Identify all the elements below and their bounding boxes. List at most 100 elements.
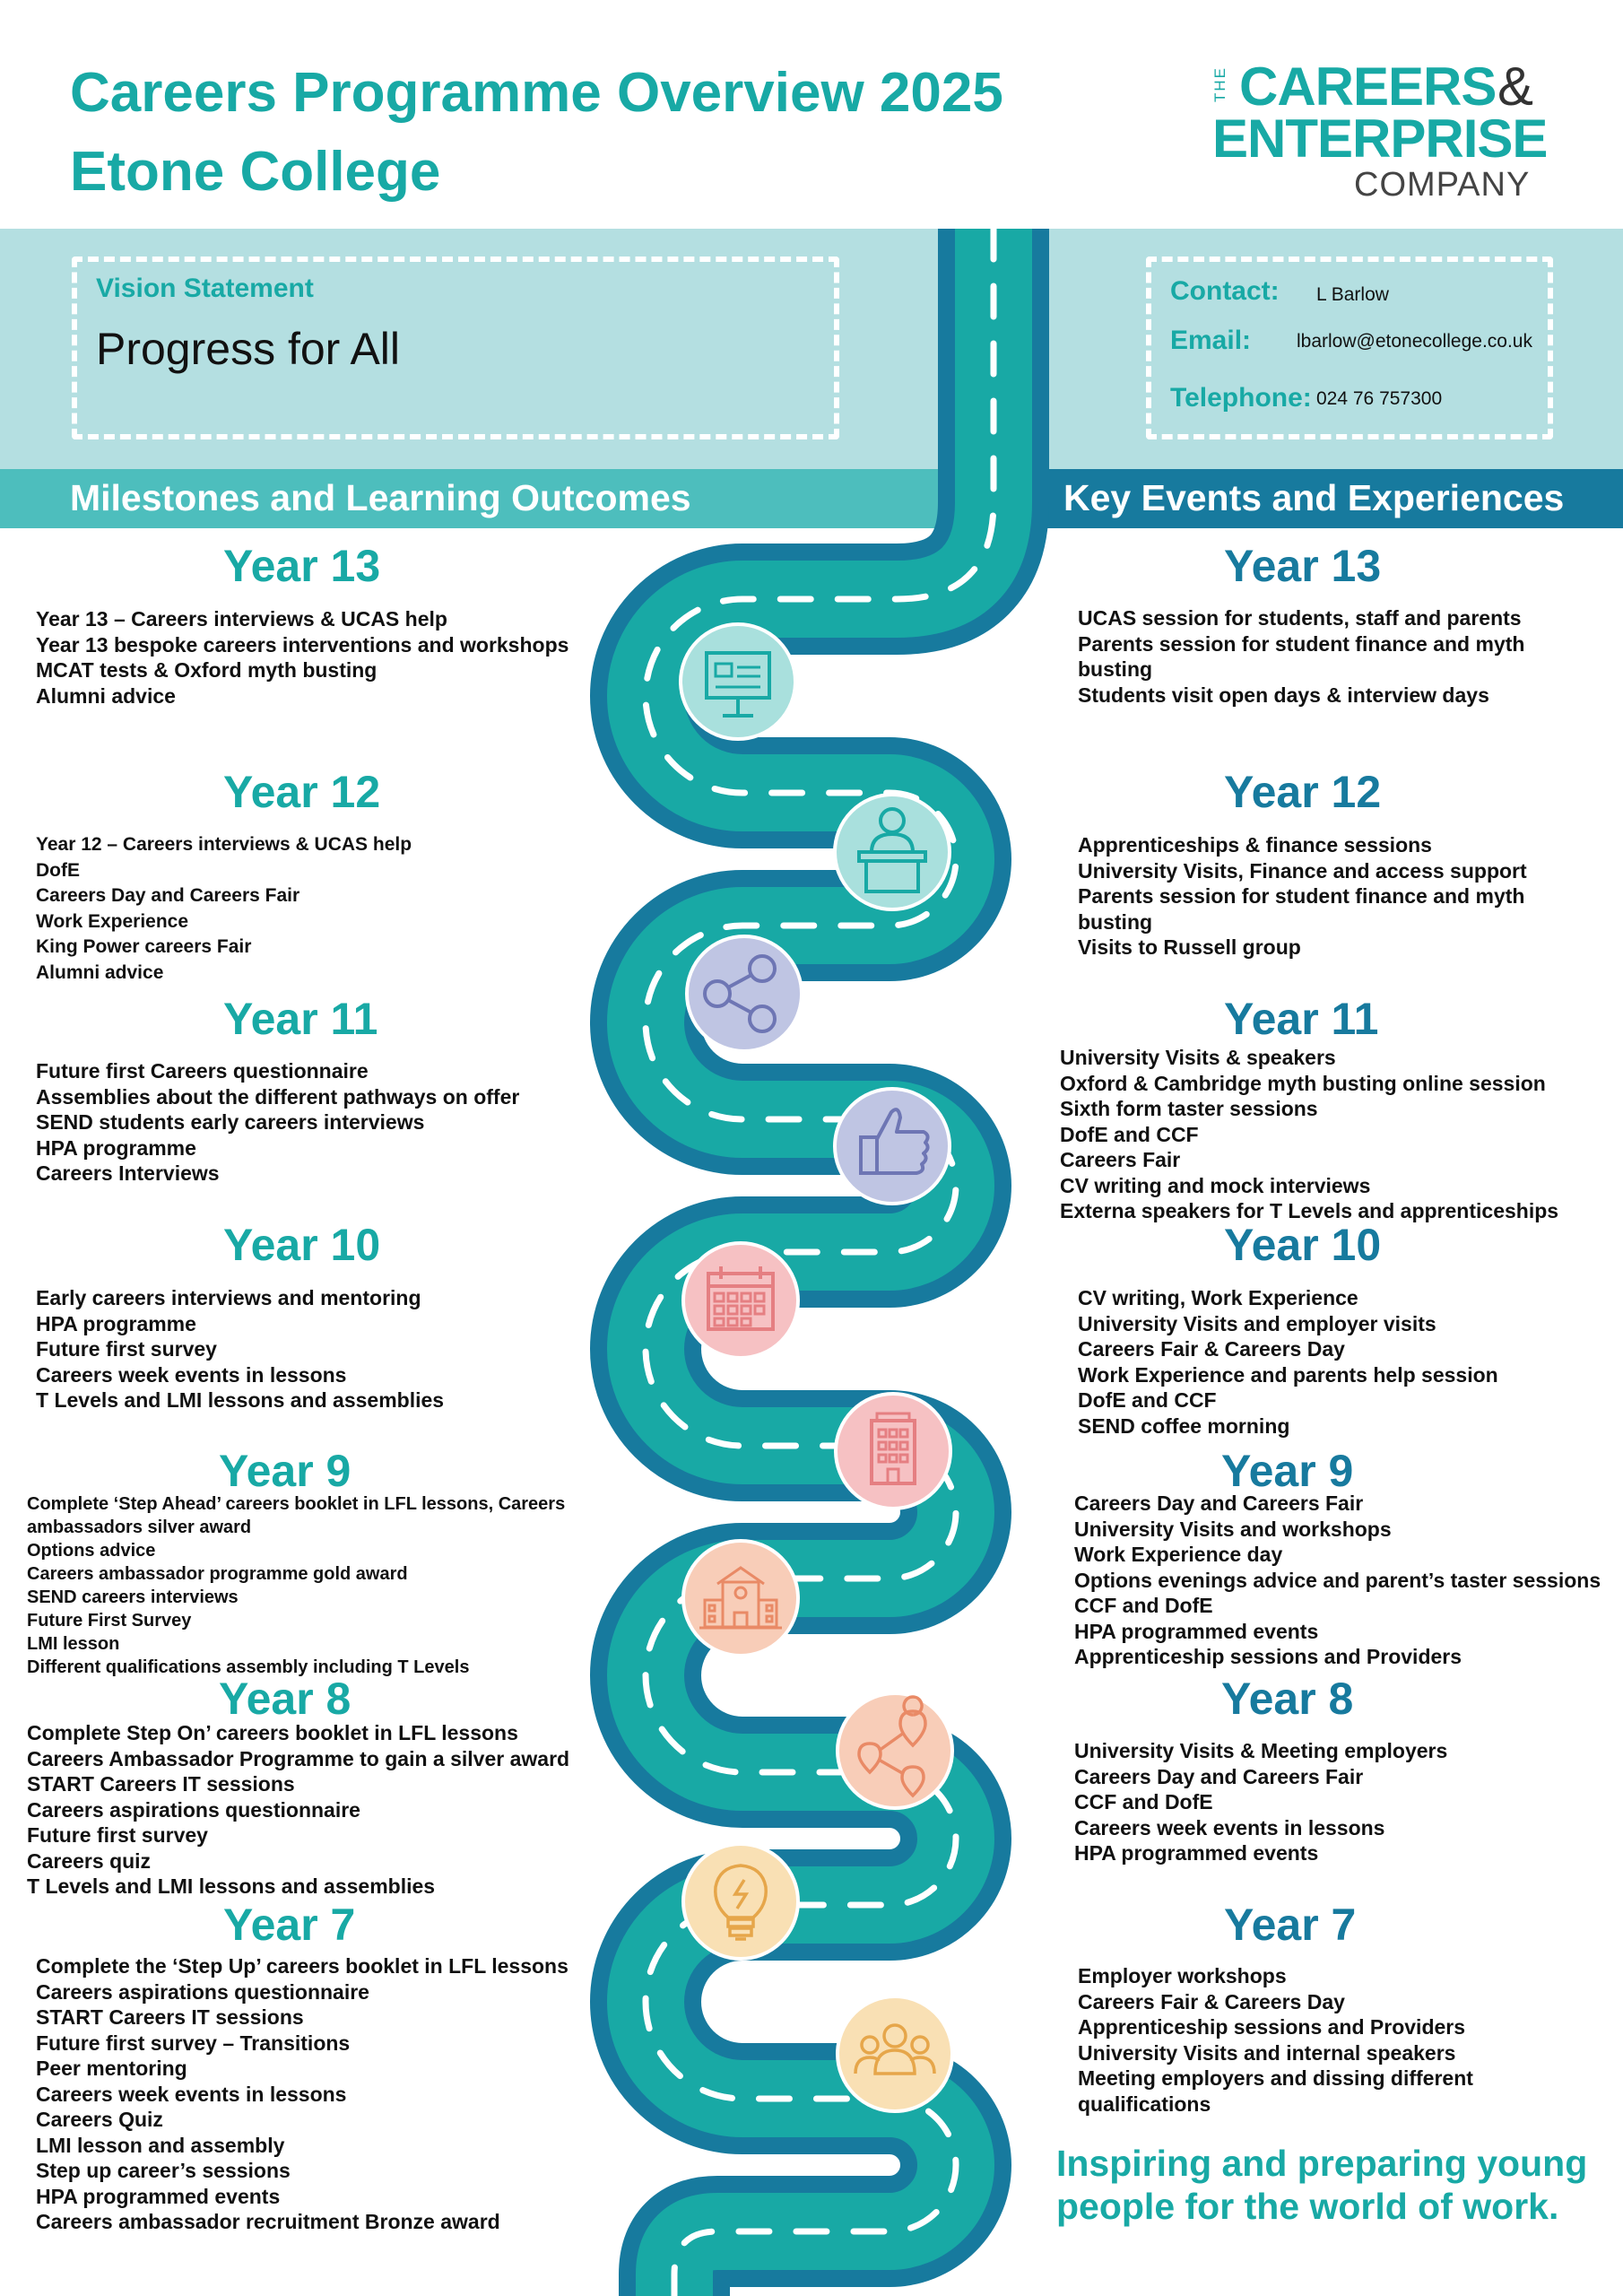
list-item: HPA programmed events bbox=[36, 2184, 281, 2208]
list-item: University Visits & Meeting employers bbox=[1074, 1739, 1448, 1762]
milestones-header-bar bbox=[0, 469, 943, 528]
logo-ampersand: & bbox=[1497, 57, 1534, 117]
list-item: Careers Interviews bbox=[36, 1161, 220, 1185]
email-value: lbarlow@etonecollege.co.uk bbox=[1297, 331, 1532, 352]
list-item: Future First Survey bbox=[27, 1611, 192, 1631]
list-item: Careers Day and Careers Fair bbox=[1074, 1764, 1364, 1788]
list-item: T Levels and LMI lessons and assemblies bbox=[27, 1874, 436, 1898]
milestone-year-9-list: Complete ‘Step Ahead’ careers booklet in… bbox=[27, 1492, 574, 1679]
list-item: Options evenings advice and parent’s tas… bbox=[1074, 1568, 1601, 1592]
list-item: START Careers IT sessions bbox=[27, 1772, 295, 1796]
list-item: Careers week events in lessons bbox=[36, 1362, 347, 1387]
list-item: Careers ambassador programme gold award bbox=[27, 1564, 408, 1584]
list-item: HPA programmed events bbox=[1074, 1841, 1319, 1865]
events-header: Key Events and Experiences bbox=[1063, 477, 1565, 518]
list-item: HPA programme bbox=[36, 1311, 196, 1335]
list-item: Work Experience and parents help session bbox=[1078, 1362, 1498, 1387]
share-network-icon bbox=[685, 935, 803, 1053]
event-year-11-heading: Year 11 bbox=[1224, 994, 1379, 1044]
list-item: Careers Day and Careers Fair bbox=[36, 885, 300, 906]
speaker-at-podium-icon bbox=[833, 793, 951, 911]
list-item: Alumni advice bbox=[36, 961, 164, 983]
list-item: Future first survey bbox=[36, 1337, 217, 1361]
list-item: University Visits & speakers bbox=[1060, 1046, 1336, 1069]
list-item: Parents session for student finance and … bbox=[1078, 884, 1525, 934]
event-year-10-list: CV writing, Work Experience University V… bbox=[1078, 1285, 1498, 1439]
list-item: Careers Quiz bbox=[36, 2108, 163, 2131]
milestones-header: Milestones and Learning Outcomes bbox=[70, 477, 691, 518]
list-item: Peer mentoring bbox=[36, 2057, 187, 2080]
event-year-12-list: Apprenticeships & finance sessions Unive… bbox=[1078, 832, 1535, 961]
list-item: Assemblies about the different pathways … bbox=[36, 1084, 520, 1109]
vision-text: Progress for All bbox=[96, 324, 401, 374]
event-year-13-list: UCAS session for students, staff and par… bbox=[1078, 605, 1535, 708]
title-line-1: Careers Programme Overview 2025 bbox=[70, 62, 1003, 124]
list-item: DofE and CCF bbox=[1060, 1122, 1199, 1146]
contact-box bbox=[1146, 257, 1553, 439]
list-item: Visits to Russell group bbox=[1078, 935, 1301, 959]
milestone-year-8-list: Complete Step On’ careers booklet in LFL… bbox=[27, 1720, 569, 1900]
list-item: University Visits and workshops bbox=[1074, 1517, 1392, 1541]
list-item: HPA programme bbox=[36, 1135, 196, 1160]
list-item: Careers Day and Careers Fair bbox=[1074, 1492, 1364, 1515]
list-item: SEND coffee morning bbox=[1078, 1413, 1290, 1438]
logo-enterprise: ENTERPRISE bbox=[1212, 109, 1548, 169]
list-item: START Careers IT sessions bbox=[36, 2005, 304, 2029]
list-item: Work Experience day bbox=[1074, 1543, 1283, 1566]
list-item: CCF and DofE bbox=[1074, 1594, 1213, 1617]
list-item: Careers ambassador recruitment Bronze aw… bbox=[36, 2210, 500, 2233]
list-item: University Visits and internal speakers bbox=[1078, 2040, 1456, 2065]
vision-label: Vision Statement bbox=[96, 274, 314, 303]
milestone-year-9-heading: Year 9 bbox=[219, 1446, 352, 1496]
contact-label: Contact: bbox=[1170, 276, 1280, 306]
list-item: Apprenticeship sessions and Providers bbox=[1078, 2015, 1466, 2039]
list-item: Future first survey bbox=[27, 1823, 208, 1847]
logo-careers: CAREERS bbox=[1239, 57, 1497, 117]
list-item: UCAS session for students, staff and par… bbox=[1078, 606, 1522, 630]
list-item: Careers quiz bbox=[27, 1848, 152, 1873]
list-item: Future first Careers questionnaire bbox=[36, 1059, 369, 1083]
list-item: Step up career’s sessions bbox=[36, 2159, 291, 2182]
events-header-bar bbox=[1042, 469, 1623, 528]
list-item: Careers Fair bbox=[1060, 1148, 1181, 1171]
event-year-11-list: University Visits & speakers Oxford & Ca… bbox=[1060, 1045, 1558, 1224]
event-year-7-heading: Year 7 bbox=[1224, 1900, 1357, 1950]
list-item: Careers aspirations questionnaire bbox=[36, 1979, 369, 2004]
list-item: DofE and CCF bbox=[1078, 1388, 1217, 1412]
list-item: CV writing and mock interviews bbox=[1060, 1173, 1371, 1197]
list-item: University Visits and employer visits bbox=[1078, 1311, 1436, 1335]
list-item: Employer workshops bbox=[1078, 1964, 1287, 1987]
event-year-7-list: Employer workshops Careers Fair & Career… bbox=[1078, 1963, 1508, 2117]
event-year-9-heading: Year 9 bbox=[1221, 1446, 1354, 1496]
list-item: Work Experience bbox=[36, 910, 189, 932]
tagline-line-2: people for the world of work. bbox=[1056, 2186, 1559, 2227]
list-item: Apprenticeships & finance sessions bbox=[1078, 833, 1432, 857]
info-band bbox=[0, 229, 1623, 469]
list-item: DofE bbox=[36, 859, 80, 881]
milestone-year-7-list: Complete the ‘Step Up’ careers booklet i… bbox=[36, 1953, 568, 2235]
telephone-value: 024 76 757300 bbox=[1316, 388, 1443, 409]
calendar-icon bbox=[681, 1241, 800, 1360]
list-item: Oxford & Cambridge myth busting online s… bbox=[1060, 1071, 1546, 1095]
list-item: Complete the ‘Step Up’ careers booklet i… bbox=[36, 1954, 568, 1978]
list-item: Early careers interviews and mentoring bbox=[36, 1286, 421, 1309]
list-item: Parents session for student finance and … bbox=[1078, 631, 1525, 682]
milestone-year-7-heading: Year 7 bbox=[223, 1900, 356, 1950]
list-item: Careers Ambassador Programme to gain a s… bbox=[27, 1746, 570, 1770]
telephone-label: Telephone: bbox=[1170, 383, 1312, 413]
list-item: CCF and DofE bbox=[1074, 1790, 1213, 1813]
milestone-year-13-list: Year 13 – Careers interviews & UCAS help… bbox=[36, 606, 568, 709]
list-item: Careers Fair & Careers Day bbox=[1078, 1337, 1345, 1361]
list-item: Future first survey – Transitions bbox=[36, 2031, 351, 2055]
list-item: Complete Step On’ careers booklet in LFL… bbox=[27, 1721, 518, 1744]
list-item: Complete ‘Step Ahead’ careers booklet in… bbox=[27, 1494, 566, 1537]
list-item: SEND careers interviews bbox=[27, 1587, 239, 1607]
group-of-people-icon bbox=[836, 1995, 954, 2113]
list-item: SEND students early careers interviews bbox=[36, 1110, 425, 1134]
tagline-line-1: Inspiring and preparing young bbox=[1056, 2143, 1588, 2184]
list-item: Careers week events in lessons bbox=[1074, 1815, 1385, 1839]
milestone-year-13-heading: Year 13 bbox=[223, 541, 381, 591]
location-network-icon bbox=[836, 1692, 954, 1810]
contact-name: L Barlow bbox=[1316, 284, 1389, 305]
